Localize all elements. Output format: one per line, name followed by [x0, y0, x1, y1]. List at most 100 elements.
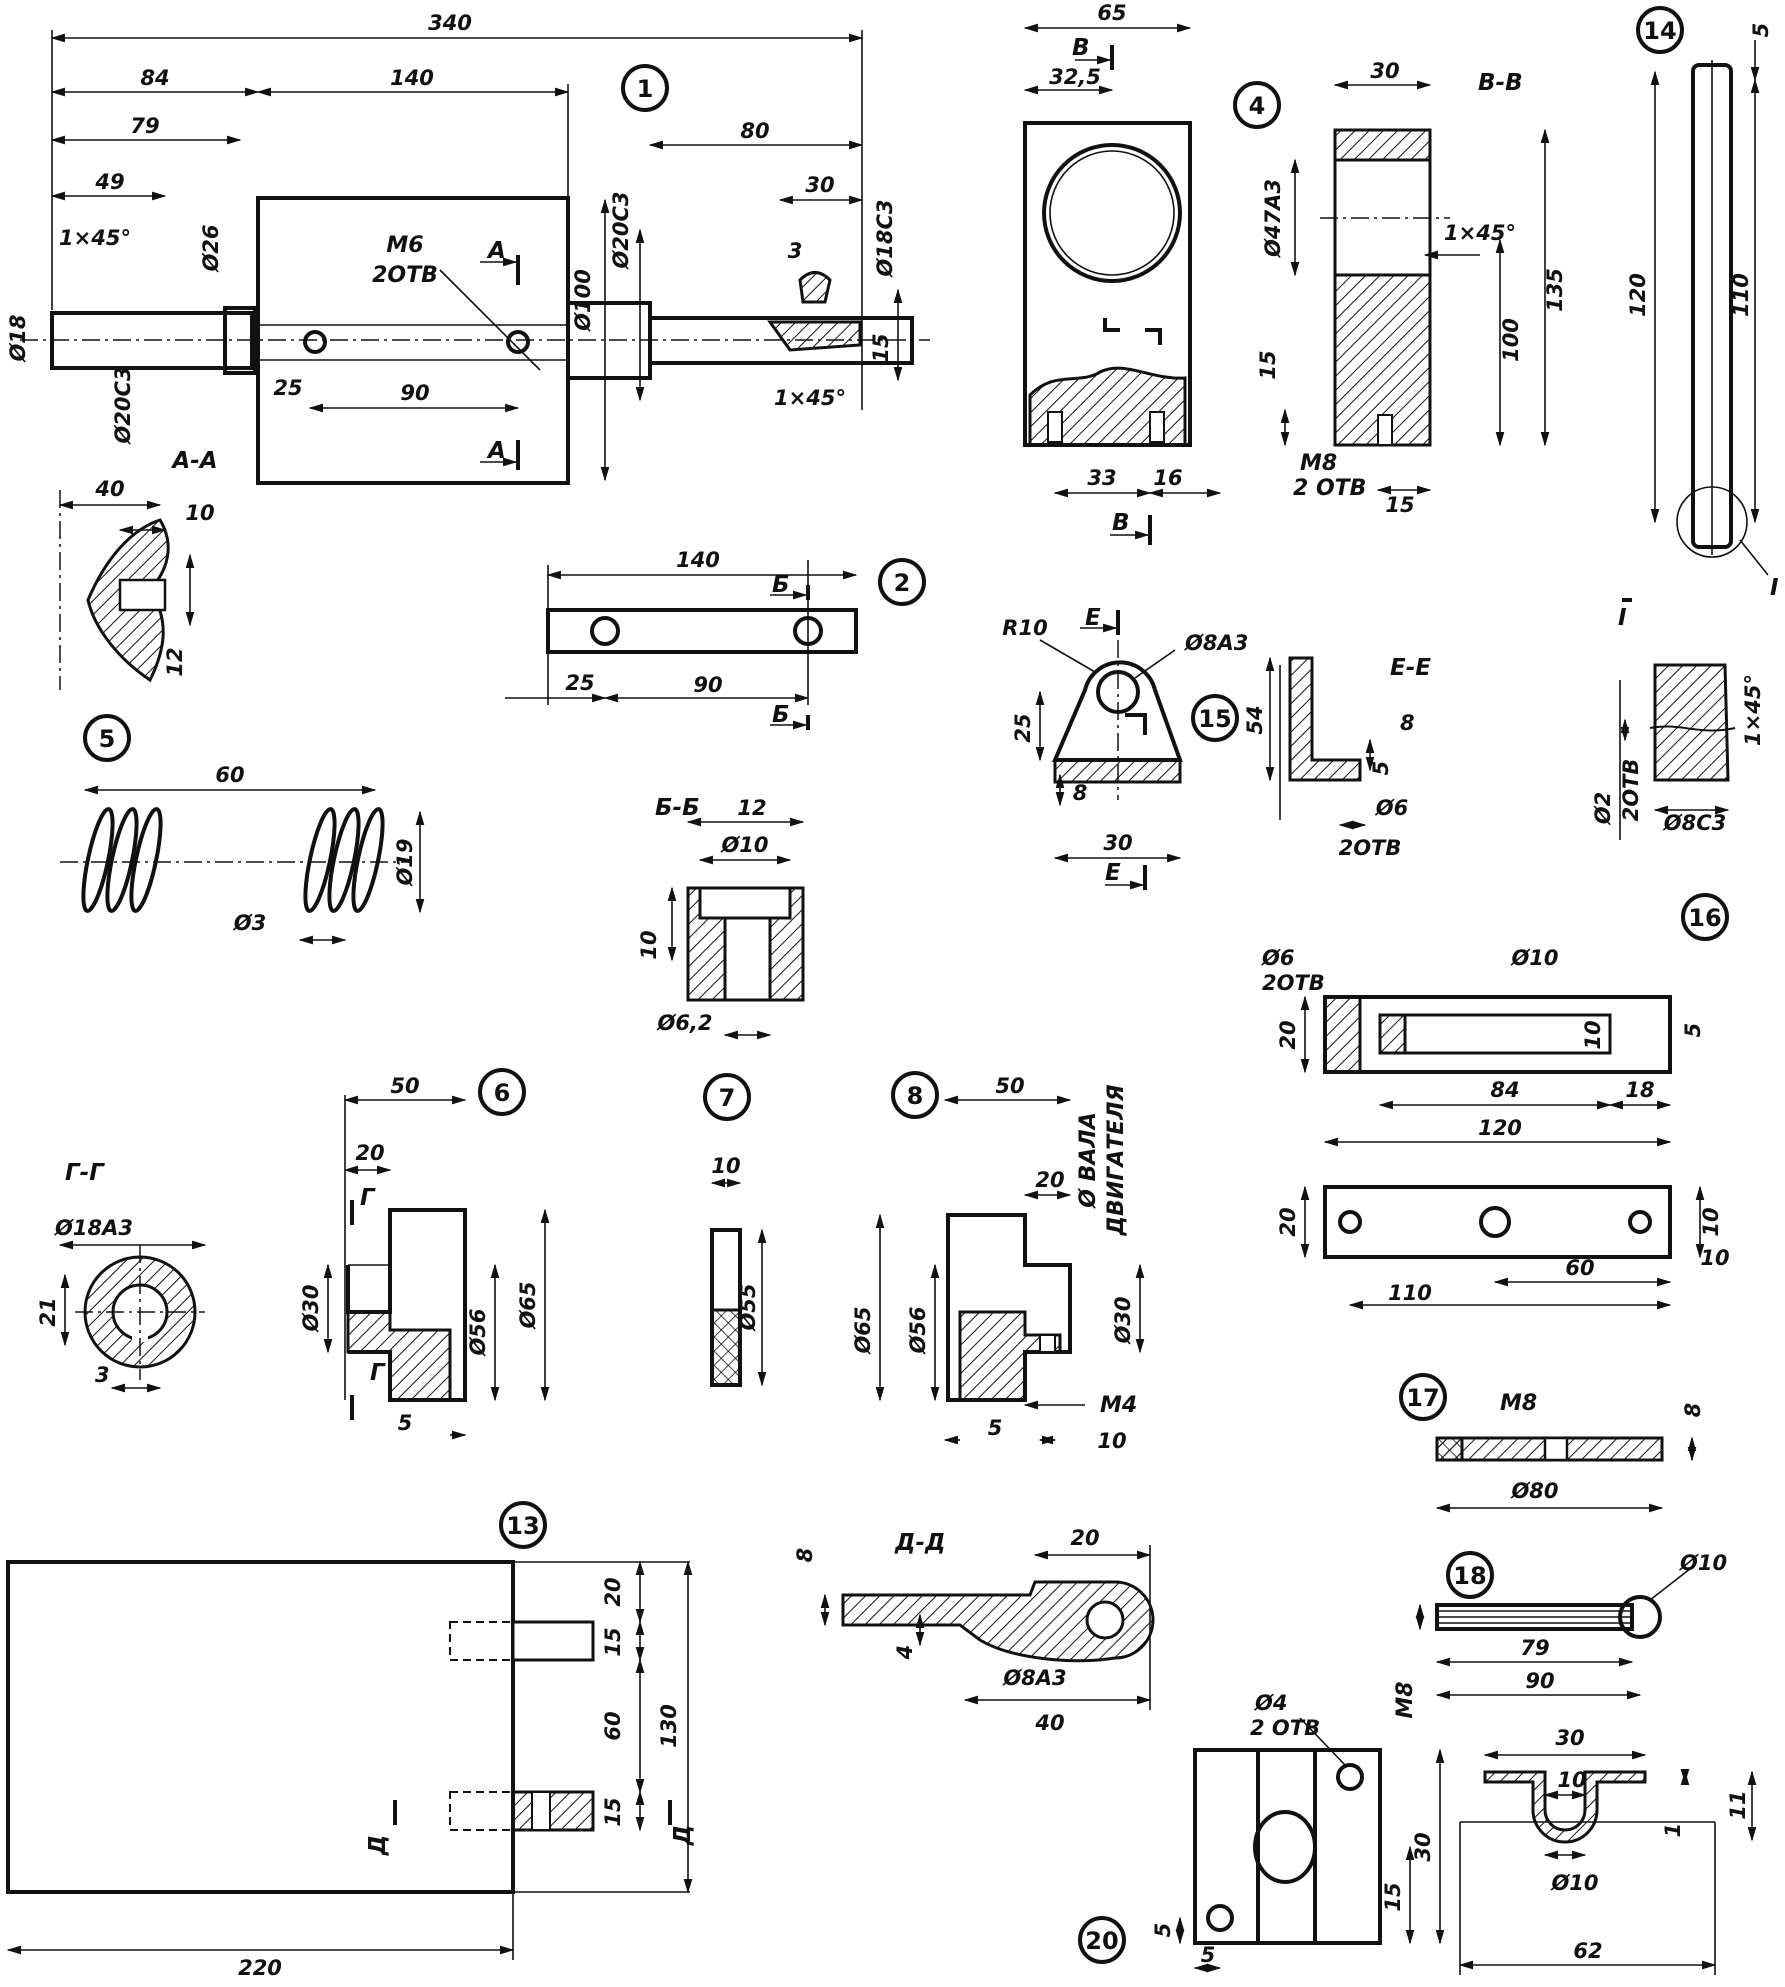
dim-d26: Ø26	[199, 224, 223, 272]
dim-84: 84	[140, 66, 169, 90]
d20-dim-15: 15	[1381, 1882, 1405, 1911]
dim-49: 49	[94, 170, 124, 194]
section-d-right: Д	[670, 1825, 696, 1846]
section-a-top: А	[486, 238, 506, 264]
detail-17-washer: 17 M8 8 Ø80	[1399, 1373, 1705, 1513]
section-e-e-title: Е-Е	[1390, 655, 1431, 681]
d16-dim-d6: Ø6	[1261, 946, 1294, 970]
section-a-a: А-А 40 10 12	[58, 448, 218, 690]
vi-holes: 2ОТВ	[1619, 759, 1643, 822]
d8-dim-20: 20	[1035, 1168, 1064, 1192]
section-v-v: 4 В-В 30 Ø47А3 1×45° 135 100 15 15 M8 2 …	[1233, 59, 1567, 517]
d2-dim-25: 25	[565, 671, 594, 695]
bb-dim-10: 10	[637, 930, 661, 959]
d4-dim-65: 65	[1097, 1, 1126, 25]
clip-dim-11: 11	[1726, 1790, 1750, 1819]
d2-dim-90: 90	[693, 673, 722, 697]
detail-8-pulley: 8 50 20 Ø65 Ø56 Ø30 5 10 M4 Ø ВАЛА ДВИГА…	[851, 1071, 1145, 1453]
detail-7-badge: 7	[719, 1084, 736, 1112]
d6-dim-d56: Ø56	[466, 1308, 490, 1356]
detail-18-bolt: 18 Ø10 79 90 M8	[1393, 1551, 1727, 1719]
ee-dim-5: 5	[1369, 761, 1393, 776]
d4-dim-15-h: 15	[1385, 493, 1414, 517]
clip-dim-30: 30	[1555, 1726, 1584, 1750]
detail-17-badge: 17	[1406, 1384, 1439, 1412]
d20-dim-5-h: 5	[1201, 1943, 1216, 1967]
aa-dim-12: 12	[163, 647, 187, 676]
section-e-top: Е	[1085, 605, 1101, 631]
d16-dim-60: 60	[1565, 1256, 1594, 1280]
d16-holes: 2ОТВ	[1262, 971, 1325, 995]
d4-dim-15-v: 15	[1256, 350, 1280, 379]
section-b-top: Б	[772, 572, 790, 598]
dim-25: 25	[273, 376, 302, 400]
dim-d20c3-left: Ø20С3	[111, 366, 135, 444]
detail-20-badge: 20	[1085, 1927, 1118, 1955]
section-v-bottom: В	[1112, 510, 1130, 536]
dim-140: 140	[390, 66, 434, 90]
detail-8-badge: 8	[907, 1082, 924, 1110]
dd-dim-40: 40	[1034, 1711, 1064, 1735]
d16-dim-20-bottom: 20	[1276, 1207, 1300, 1236]
dd-dim-8: 8	[793, 1548, 817, 1563]
detail-7-disk: 7 10 Ø55	[703, 1073, 767, 1387]
d20-dim-d4: Ø4	[1254, 1691, 1287, 1715]
detail-2-plate: 2 140 25 90 Б Б	[505, 548, 926, 730]
dd-dim-20: 20	[1070, 1526, 1099, 1550]
d6-dim-20: 20	[355, 1141, 384, 1165]
detail-15-lug: 15 R10 Ø8А3 25 8 30 Е Е	[1002, 605, 1248, 890]
d16-dim-10-slot: 10	[1581, 1020, 1605, 1049]
d5-dim-d19: Ø19	[393, 838, 417, 886]
section-g-bottom: Г	[370, 1360, 386, 1386]
detail-2-badge: 2	[894, 569, 911, 597]
detail-4-bracket: 65 32,5 33 16 В В	[1023, 1, 1222, 545]
section-a-bottom: А	[486, 438, 506, 464]
d6-dim-50: 50	[390, 1074, 419, 1098]
d4-thread-m8: M8	[1300, 451, 1337, 476]
detail-6-pulley: 6 50 20 Ø30 Ø56 Ø65 5 Г Г	[299, 1068, 550, 1440]
ee-dim-d6: Ø6	[1375, 796, 1408, 820]
detail-4-badge: 4	[1249, 92, 1266, 120]
d13-dim-15-top: 15	[601, 1627, 625, 1656]
d4-dim-33: 33	[1087, 466, 1116, 490]
gg-dim-d18a3: Ø18А3	[54, 1216, 133, 1240]
section-d-d: Д-Д 8 20 4 Ø8А3 40	[793, 1526, 1155, 1735]
d8-dim-d56: Ø56	[906, 1306, 930, 1354]
d4-dim-100: 100	[1499, 318, 1523, 362]
vi-dim-chamfer: 1×45°	[1741, 674, 1765, 746]
clip-dim-62: 62	[1573, 1939, 1602, 1963]
detail-14-rod: 14 5 120 110 I	[1626, 6, 1779, 601]
d18-dim-90: 90	[1525, 1669, 1554, 1693]
view-i: I 1×45° Ø2 2ОТВ Ø8С3	[1591, 598, 1765, 840]
ee-dim-8: 8	[1400, 711, 1415, 735]
d4-dim-16: 16	[1153, 466, 1182, 490]
section-b-b-title: Б-Б	[655, 795, 700, 821]
clip-part: 30 10 11 1 Ø10 62	[1458, 1726, 1757, 1975]
d13-dim-130: 130	[657, 1704, 681, 1748]
section-v-top: В	[1072, 35, 1090, 61]
d14-dim-110: 110	[1729, 273, 1753, 317]
d6-dim-5: 5	[398, 1411, 413, 1435]
detail-13-base: 13 20 15 60 130 15 220 Д Д	[6, 1501, 696, 1980]
d15-dim-30: 30	[1103, 831, 1132, 855]
d14-dim-120: 120	[1626, 273, 1650, 317]
detail-16-bar: 16 Ø6 2ОТВ Ø10 20 10 5 84 18 120 20 10 6…	[1261, 893, 1730, 1310]
d17-dim-8: 8	[1681, 1403, 1705, 1418]
d20-holes: 2 ОТВ	[1250, 1716, 1320, 1740]
holes-2otv: 2ОТВ	[372, 263, 438, 288]
d16-dim-84: 84	[1490, 1078, 1519, 1102]
dim-d18c3: Ø18С3	[873, 199, 897, 277]
clip-dim-1: 1	[1661, 1823, 1685, 1838]
vi-dim-d2: Ø2	[1591, 792, 1615, 825]
d8-dim-d65: Ø65	[851, 1306, 875, 1354]
aa-dim-40: 40	[94, 477, 124, 501]
ee-dim-54: 54	[1243, 705, 1267, 734]
dim-chamfer-right: 1×45°	[774, 386, 846, 410]
vi-dim-d8c3: Ø8С3	[1663, 811, 1727, 835]
d17-dim-d80: Ø80	[1510, 1479, 1558, 1503]
section-e-bottom: Е	[1105, 860, 1121, 886]
clip-dim-d10: Ø10	[1550, 1871, 1598, 1895]
d13-dim-20: 20	[601, 1577, 625, 1606]
section-g-g: Г-Г Ø18А3 21 3	[36, 1160, 207, 1393]
detail-18-badge: 18	[1453, 1562, 1486, 1590]
